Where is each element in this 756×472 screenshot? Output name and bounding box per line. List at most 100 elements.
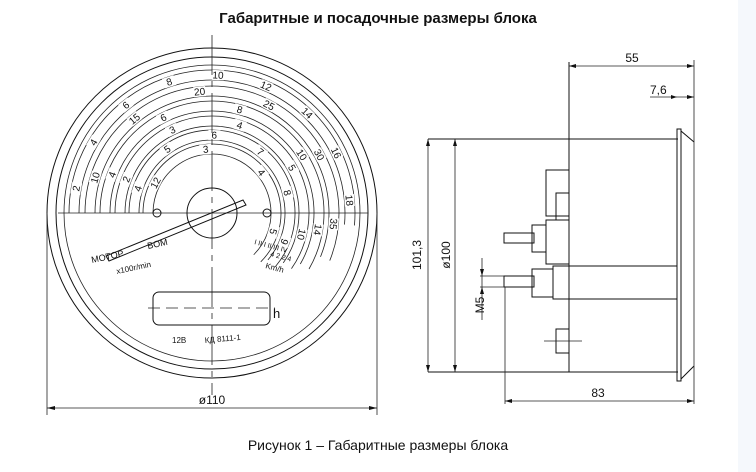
dim-m5: M5 [473,296,487,313]
scale-label-gap [105,167,119,183]
scale-label-gap [299,105,315,121]
scale-label-gap [294,146,310,163]
scale-band-3 [109,110,315,265]
scale-label-gap [70,181,83,196]
scale-label: 2 [121,175,133,185]
needle-hub [186,187,238,239]
scale-label: 9 [277,237,289,247]
shaft-upper [503,232,535,244]
scale-label-gap [161,75,177,89]
connector-block [545,219,570,265]
scale-label: 5 [162,144,173,156]
scale-label-gap [88,170,102,185]
model-label: КД 8111-1 [204,333,241,345]
scale-label: 7 [254,147,266,159]
scale-band-4 [124,125,300,264]
scale-label-gap [266,224,280,239]
dim-83: 83 [591,386,605,400]
scale-label-gap [155,110,172,125]
scale-label: 10 [89,171,103,185]
scale-label-gap [193,86,207,98]
scale-label-gap [159,141,176,157]
nut-lower [531,268,554,298]
scale-band-2 [84,85,340,261]
scale-label: 10 [212,70,224,81]
label-vom: BOM [146,237,168,251]
odometer-unit: h [273,306,280,321]
nut-upper [531,224,547,253]
needle [105,199,247,262]
scale-label: 25 [261,99,276,114]
scale-label-gap [258,79,274,93]
scale-label-gap [311,223,324,237]
flange [676,128,682,382]
scale-label-gap [131,181,145,196]
page-title: Габаритные и посадочные размеры блока [219,10,537,27]
dimension-arrows [426,64,694,403]
scale-label-gap [148,175,163,191]
scale-label: 20 [194,87,207,99]
scale-label: 4 [107,170,119,180]
scale-label: 4 [88,137,101,148]
scale-label-gap [253,164,270,181]
scale-label-gap [199,143,213,155]
scale-label-gap [261,97,277,113]
scale-label: 30 [311,148,326,163]
scale-label: 4 [255,167,267,179]
scale-label-gap [295,227,308,242]
scale-label-gap [327,217,340,231]
scale-label: 16 [328,146,343,161]
odometer-window [152,291,271,326]
scale-label-gap [343,193,355,207]
scale-label: 8 [165,77,174,89]
scale-band-1 [78,79,346,225]
figure-caption: Рисунок 1 – Габаритные размеры блока [247,437,509,453]
scale-label: 10 [293,148,309,164]
label-speed-unit: Km/h [264,261,284,275]
scale-label-gap [126,111,143,127]
scale-label-gap [211,69,225,81]
scale-label-gap [208,129,221,141]
dim-7-6: 7,6 [650,83,667,97]
scale-band-5 [128,129,296,267]
dim-101-3: 101,3 [410,240,424,270]
dim-55: 55 [625,51,639,65]
mount-hole-left [152,208,162,218]
scale-label-gap [164,122,180,138]
scale-label-gap [284,160,300,176]
scale-label: 35 [326,218,338,231]
scale-label-gap [118,97,134,113]
scale-label: 3 [203,145,210,157]
scale-label-gap [252,144,269,160]
label-rpm: x100r/min [116,260,152,276]
scale-label: 8 [235,105,244,117]
shaft-lower [503,275,535,288]
scale-label: 14 [310,223,323,236]
voltage-label: 12В [172,336,186,345]
scale-label: 6 [121,100,133,112]
scale-label-gap [119,171,134,187]
scale-label: 10 [294,228,307,242]
scale-label: 4 [133,184,145,193]
scale-label: 2 [71,184,83,192]
scale-label: 12 [258,80,273,95]
scale-band-6 [152,153,272,256]
scale-label-gap [329,145,344,161]
dim-diameter-110: ø110 [199,393,226,407]
scale-label: 4 [235,120,244,132]
scale-label-gap [277,234,292,250]
scale-label-gap [280,185,294,200]
scale-label: 6 [211,130,217,141]
scale-label: 18 [342,194,354,207]
scale-label-gap [232,103,247,117]
scale-label-gap [232,118,247,132]
scale-label: 6 [159,112,169,125]
scale-label-gap [311,147,327,163]
scale-band-6 [142,143,282,263]
scale-band-5 [138,139,286,261]
side-view: 55 7,6 101,3 ø100 M5 83 [410,51,695,404]
scale-label: 5 [285,163,298,174]
label-motor: MOTOP [90,248,124,265]
